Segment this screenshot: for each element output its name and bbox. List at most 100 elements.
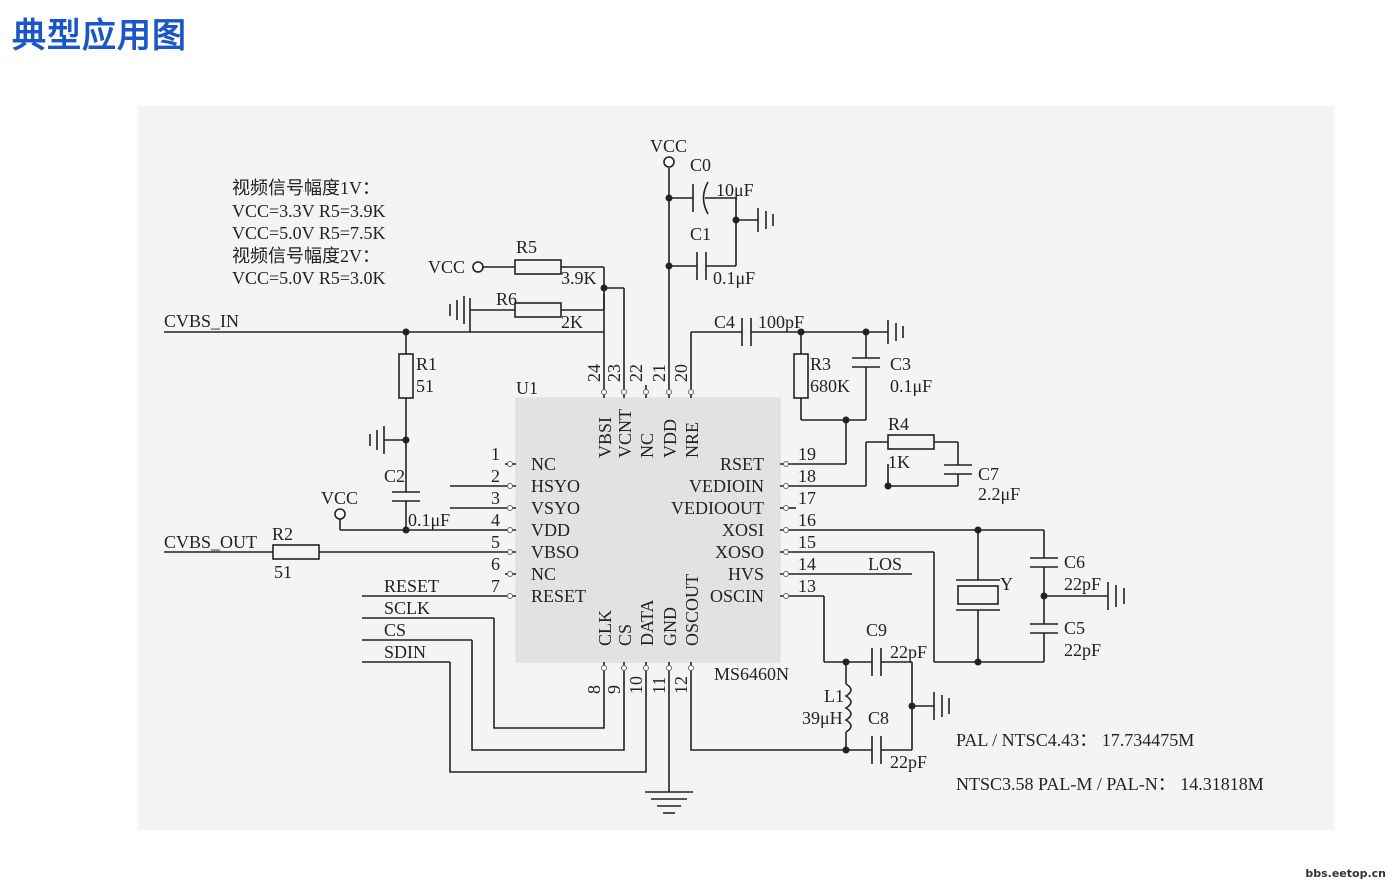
pin-name: OSCIN	[710, 586, 764, 606]
c4-ref: C4	[714, 312, 735, 332]
c5-ref: C5	[1064, 618, 1085, 638]
note-line: VCC=5.0V R5=7.5K	[232, 223, 386, 243]
page-title: 典型应用图	[12, 16, 187, 56]
pin-number: 5	[491, 532, 500, 552]
r6-ref: R6	[496, 289, 517, 309]
chip-part: MS6460N	[714, 664, 789, 684]
pin-number: 7	[491, 576, 500, 596]
c0-value: 10μF	[716, 180, 754, 200]
r6-value: 2K	[561, 312, 583, 332]
note-line: VCC=3.3V R5=3.9K	[232, 201, 386, 221]
c8-value: 22pF	[890, 752, 927, 772]
pin-number: 6	[491, 554, 500, 574]
pin-name: VBSI	[595, 417, 615, 458]
net-vcc-top: VCC	[650, 136, 687, 156]
pin-name: OSCOUT	[682, 574, 702, 646]
pin-number: 14	[798, 554, 816, 574]
pin-number: 9	[604, 685, 624, 694]
pin-name: VCNT	[615, 409, 635, 458]
pin-name: XOSI	[722, 520, 764, 540]
pin-number: 22	[626, 364, 646, 382]
pin-number: 15	[798, 532, 816, 552]
c7-ref: C7	[978, 464, 999, 484]
pin-number: 18	[798, 466, 816, 486]
c0-ref: C0	[690, 155, 711, 175]
c1-value: 0.1μF	[713, 268, 755, 288]
c6-value: 22pF	[1064, 574, 1101, 594]
net-cvbs-in: CVBS_IN	[164, 311, 239, 331]
pin-name: XOSO	[715, 542, 764, 562]
c2-value: 0.1μF	[408, 510, 450, 530]
c9-value: 22pF	[890, 642, 927, 662]
pin-number: 12	[671, 676, 691, 694]
pin-number: 20	[671, 364, 691, 382]
r4-ref: R4	[888, 414, 909, 434]
pin-name: VSYO	[531, 498, 580, 518]
r3-ref: R3	[810, 354, 831, 374]
pin-name: NC	[637, 433, 657, 458]
net-sdin: SDIN	[384, 642, 426, 662]
pin-name: VEDIOIN	[689, 476, 764, 496]
net-vcc-r5: VCC	[428, 257, 465, 277]
r5-ref: R5	[516, 237, 537, 257]
c3-ref: C3	[890, 354, 911, 374]
r5-value: 3.9K	[561, 268, 597, 288]
pin-number: 17	[798, 488, 816, 508]
pin-name: CLK	[595, 610, 615, 646]
pin-number: 19	[798, 444, 816, 464]
pin-number: 24	[584, 364, 604, 382]
net-reset: RESET	[384, 576, 439, 596]
crystal-note: NTSC3.58 PAL-M / PAL-N： 14.31818M	[956, 774, 1264, 794]
pin-number: 11	[649, 677, 669, 694]
net-vcc-left: VCC	[321, 488, 358, 508]
l1-value: 39μH	[802, 708, 843, 728]
c5-value: 22pF	[1064, 640, 1101, 660]
note-line: 视频信号幅度2V：	[232, 246, 380, 266]
pin-name: NRE	[682, 422, 702, 458]
pin-name: CS	[615, 624, 635, 646]
pin-number: 16	[798, 510, 816, 530]
pin-name: NC	[531, 564, 556, 584]
pin-number: 1	[491, 444, 500, 464]
c4-value: 100pF	[758, 312, 804, 332]
pin-name: VBSO	[531, 542, 579, 562]
net-cs: CS	[384, 620, 406, 640]
pin-number: 23	[604, 364, 624, 382]
pin-number: 2	[491, 466, 500, 486]
c3-value: 0.1μF	[890, 376, 932, 396]
r1-value: 51	[416, 376, 434, 396]
pin-name: NC	[531, 454, 556, 474]
l1-ref: L1	[824, 686, 844, 706]
net-los: LOS	[868, 554, 902, 574]
pin-number: 13	[798, 576, 816, 596]
pin-name: VDD	[660, 419, 680, 458]
pin-name: VEDIOOUT	[671, 498, 764, 518]
r4-value: 1K	[888, 452, 910, 472]
r2-value: 51	[274, 562, 292, 582]
r2-ref: R2	[272, 524, 293, 544]
note-line: VCC=5.0V R5=3.0K	[232, 268, 386, 288]
note-line: 视频信号幅度1V：	[232, 178, 380, 198]
pin-number: 10	[626, 676, 646, 694]
pin-number: 3	[491, 488, 500, 508]
watermark: bbs.eetop.cn	[1305, 867, 1386, 880]
c2-ref: C2	[384, 466, 405, 486]
chip-ref: U1	[516, 378, 538, 398]
c9-ref: C9	[866, 620, 887, 640]
pin-number: 21	[649, 364, 669, 382]
net-sclk: SCLK	[384, 598, 430, 618]
pin-name: RESET	[531, 586, 586, 606]
c1-ref: C1	[690, 224, 711, 244]
pin-name: RSET	[720, 454, 764, 474]
pin-number: 8	[584, 685, 604, 694]
pin-name: GND	[660, 607, 680, 646]
pin-number: 4	[491, 510, 500, 530]
r3-value: 680K	[810, 376, 850, 396]
pin-name: VDD	[531, 520, 570, 540]
crystal-note: PAL / NTSC4.43： 17.734475M	[956, 730, 1194, 750]
c8-ref: C8	[868, 708, 889, 728]
crystal-ref: Y	[1000, 574, 1013, 594]
r1-ref: R1	[416, 354, 437, 374]
net-cvbs-out: CVBS_OUT	[164, 532, 257, 552]
